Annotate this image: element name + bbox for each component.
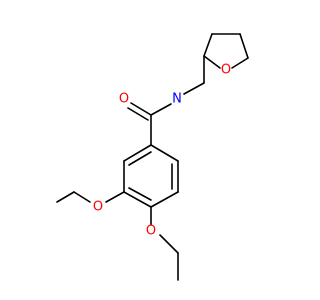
amide-nitrogen: N [172,92,182,107]
amide-nitrogen-label: N [172,92,182,107]
structure-diagram: O N O O O [56,33,249,281]
bond-carbonyl-to-n [150,103,172,116]
ether-oxygen-2-label: O [146,224,156,239]
bond-n-to-ch2 [183,82,205,95]
bond-ring-4-inner [128,187,152,201]
ring-oxygen-label: O [221,63,231,78]
ether-oxygen-2: O [146,224,156,239]
bond-ring-to-ether-o1 [105,191,125,203]
bond-ether-o1-to-ch2 [73,191,91,203]
bond-thf-4 [231,57,249,69]
carbonyl-oxygen: O [119,92,129,107]
carbonyl-oxygen-label: O [119,92,129,107]
bond-ring-6 [123,144,152,162]
bond-ring-3 [150,191,179,208]
ether-oxygen-1: O [93,200,103,215]
bond-carbonyl-double-a [130,102,152,116]
bond-thf-3 [239,33,249,59]
bond-ring-1 [150,144,179,162]
ring-oxygen: O [221,63,231,78]
bond-ethyl1-ch2-ch3 [56,191,75,203]
bond-ring-6-inner [128,151,152,166]
bond-carbonyl-double-b [127,107,149,121]
bond-ring-4 [123,191,152,208]
ether-oxygen-1-label: O [93,200,103,215]
bond-thf-1 [203,33,213,57]
bond-ether-o2-to-ch2 [159,234,179,254]
bonds [56,33,249,281]
bond-thf-5 [203,55,221,69]
atom-labels: O N O O O [93,63,231,239]
